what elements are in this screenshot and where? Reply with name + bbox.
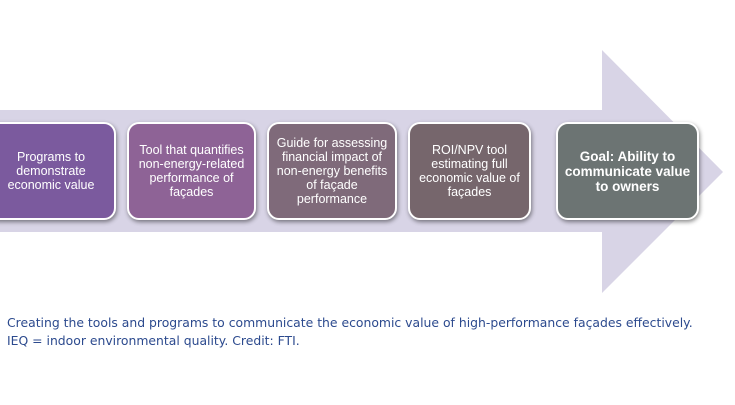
step-box-programs: Programs to demonstrate economic value: [0, 122, 116, 220]
goal-label: Goal: Ability to communicate value to ow…: [564, 148, 691, 194]
figure-caption: Creating the tools and programs to commu…: [7, 315, 693, 348]
step-label-roi-npv-tool: ROI/NPV tool estimating full economic va…: [419, 143, 520, 199]
goal-box: Goal: Ability to communicate value to ow…: [556, 122, 699, 220]
step-label-programs: Programs to demonstrate economic value: [7, 150, 95, 192]
step-box-roi-npv-tool: ROI/NPV tool estimating full economic va…: [408, 122, 531, 220]
step-box-assessment-guide: Guide for assessing financial impact of …: [267, 122, 397, 220]
step-label-quantifier-tool: Tool that quantifies non-energy-related …: [138, 143, 245, 199]
step-label-assessment-guide: Guide for assessing financial impact of …: [276, 136, 388, 206]
step-box-quantifier-tool: Tool that quantifies non-energy-related …: [127, 122, 256, 220]
